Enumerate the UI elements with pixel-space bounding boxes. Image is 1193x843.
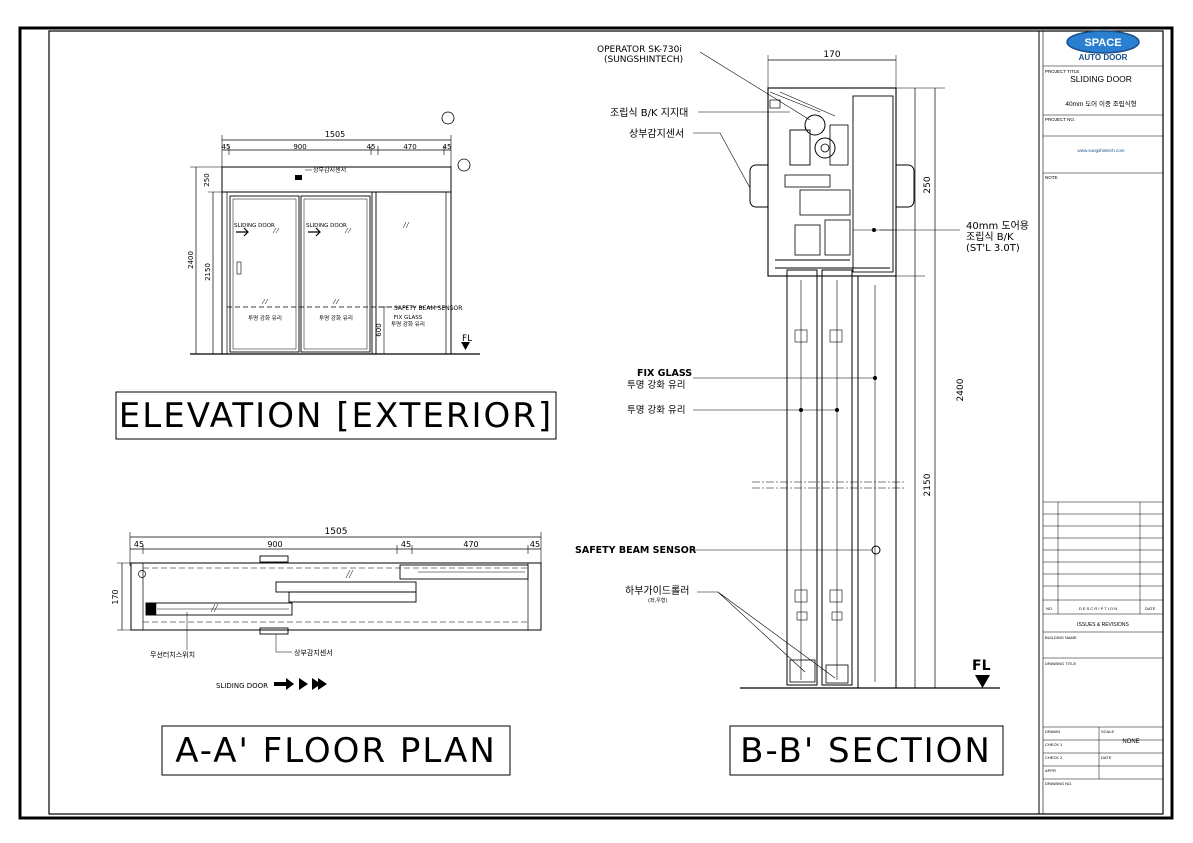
sec-operator-2: (SUNGSHINTECH) xyxy=(604,55,683,65)
note-label: NOTE xyxy=(1045,175,1058,180)
col-date: DATE xyxy=(1145,606,1156,611)
project-no-label: PROJECT NO. xyxy=(1045,117,1075,122)
scale-label: SCALE xyxy=(1101,729,1114,734)
sec-sensor: 상부감지센서 xyxy=(629,128,684,140)
project-title: SLIDING DOOR xyxy=(1070,74,1132,84)
col-no: NO. xyxy=(1046,606,1053,611)
elev-fl: FL xyxy=(462,334,472,344)
website: www.sungshintech.com xyxy=(1077,148,1124,153)
plan-touch-switch: 무선터치스위치 xyxy=(150,650,195,659)
elev-glass-2: 투명 강화 유리 xyxy=(319,314,353,322)
plan-sensor: 상부감지센서 xyxy=(294,648,333,657)
drawing-no-label: DRAWING NO. xyxy=(1045,781,1072,786)
plan-dim-170: 170 xyxy=(111,589,120,604)
elev-safety-beam: SAFETY BEAM SENSOR xyxy=(394,305,462,312)
issues-revisions: ISSUES & REVISIONS xyxy=(1077,622,1129,628)
elevation-title: ELEVATION [EXTERIOR] xyxy=(119,396,553,436)
scale-value: NONE xyxy=(1122,739,1139,745)
check2-label: CHECK 2 xyxy=(1045,755,1063,760)
title-block-text: SPACE AUTO DOOR PROJECT TITLE SLIDING DO… xyxy=(1045,37,1156,786)
project-title-label: PROJECT TITLE xyxy=(1045,69,1079,74)
elev-sliding-door-2: SLIDING DOOR xyxy=(306,223,347,229)
elev-dim-900: 900 xyxy=(293,143,306,151)
elev-sliding-door-1: SLIDING DOOR xyxy=(234,223,275,229)
sec-fix-glass: FIX GLASS xyxy=(637,368,692,379)
plan-dim-470: 470 xyxy=(463,540,478,549)
section-title: B-B' SECTION xyxy=(740,731,992,771)
elev-dim-45a: 45 xyxy=(222,143,231,151)
drawing-title-label: DRAWING TITLE xyxy=(1045,661,1076,666)
plan-dim-45b: 45 xyxy=(401,540,411,549)
plan-dim-45a: 45 xyxy=(134,540,144,549)
col-desc: D E S C R I P T I O N xyxy=(1079,606,1117,611)
drawn-label: DRAWN xyxy=(1045,729,1060,734)
section-labels: 170 250 2400 2150 OPERATOR SK-730i (SUNG… xyxy=(575,45,1029,674)
appr-label: APPR xyxy=(1045,768,1056,773)
sec-bracket: 조립식 B/K 지지대 xyxy=(610,106,688,119)
plan-dim-total: 1505 xyxy=(325,527,348,537)
sec-safety-beam: SAFETY BEAM SENSOR xyxy=(575,545,697,556)
inner-border xyxy=(48,30,1164,815)
elev-dim-600: 600 xyxy=(375,323,383,336)
section-view xyxy=(693,51,1000,689)
elev-dim-470: 470 xyxy=(403,143,416,151)
elev-fix-glass-kr: 투명 강화 유리 xyxy=(391,320,425,328)
sec-bk-2: 조립식 B/K xyxy=(966,230,1014,243)
logo-bottom: AUTO DOOR xyxy=(1079,53,1128,62)
outer-border xyxy=(18,26,1174,820)
floor-plan-title-box xyxy=(161,725,511,776)
elev-dim-2400: 2400 xyxy=(187,251,195,269)
building-name-label: BUILDING NAME xyxy=(1045,635,1077,640)
section-title-box xyxy=(729,725,1004,776)
sec-fix-glass-kr: 투명 강화 유리 xyxy=(627,380,685,391)
date-label: DATE xyxy=(1101,755,1112,760)
elev-dim-total: 1505 xyxy=(325,130,345,139)
floor-plan-view xyxy=(117,532,542,690)
logo-top: SPACE xyxy=(1084,37,1121,49)
sec-dim-2150: 2150 xyxy=(923,473,933,496)
elev-dim-250: 250 xyxy=(203,173,211,186)
sec-roller: 하부가이드롤러 xyxy=(625,584,689,597)
elev-dim-45c: 45 xyxy=(443,143,452,151)
sec-fl: FL xyxy=(972,658,991,674)
plan-sliding-door: SLIDING DOOR xyxy=(216,682,268,690)
title-block xyxy=(1038,30,1163,814)
check1-label: CHECK 1 xyxy=(1045,742,1063,747)
sec-dim-170: 170 xyxy=(823,50,840,60)
floor-plan-labels: 1505 45 900 45 470 45 170 무선터치스위치 상부감지센서… xyxy=(111,527,540,690)
elevation-title-box xyxy=(115,391,557,440)
sec-glass-kr: 투명 강화 유리 xyxy=(627,405,685,416)
sec-bk-3: (ST'L 3.0T) xyxy=(966,243,1020,254)
elev-dim-2150: 2150 xyxy=(204,263,212,281)
project-subtitle: 40mm 도어 이중 조립식형 xyxy=(1065,99,1136,108)
elevation-labels: 1505 45 900 45 470 45 250 2400 2150 600 … xyxy=(187,130,472,344)
sec-dim-2400: 2400 xyxy=(956,378,966,401)
plan-dim-45c: 45 xyxy=(530,540,540,549)
elev-dim-45b: 45 xyxy=(367,143,376,151)
sec-operator-1: OPERATOR SK-730i xyxy=(597,45,682,55)
sec-bk-1: 40mm 도어용 xyxy=(966,220,1029,232)
elev-glass-1: 투명 강화 유리 xyxy=(248,314,282,322)
elevation-view xyxy=(190,111,480,355)
sec-dim-250: 250 xyxy=(923,176,933,193)
elev-fix-glass: FIX GLASS xyxy=(394,315,423,321)
floor-plan-title: A-A' FLOOR PLAN xyxy=(175,731,497,771)
elev-sensor-label: 상부감지센서 xyxy=(313,166,346,174)
sec-roller-sub: (좌,우형) xyxy=(648,597,667,604)
plan-dim-900: 900 xyxy=(267,540,282,549)
